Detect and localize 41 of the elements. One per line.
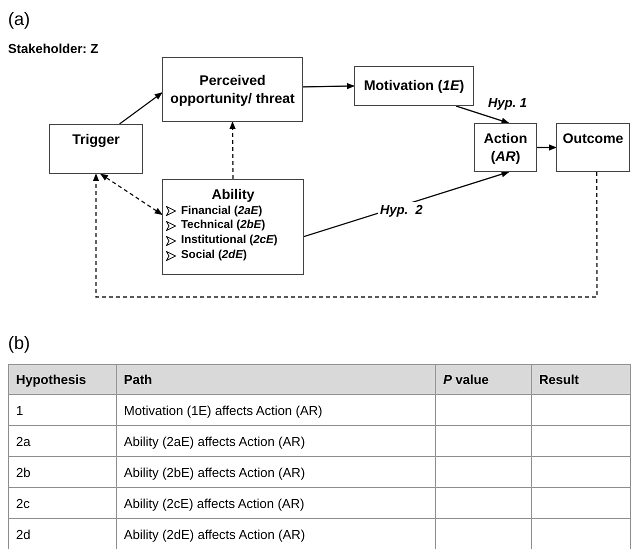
arrow (302, 82, 355, 90)
process-box (354, 66, 474, 106)
list-item: Technical (2bE) (181, 218, 266, 234)
table-cell: Motivation (1E) affects Action (AR) (116, 394, 436, 426)
dashed-arrow (229, 121, 236, 179)
table-cell: Ability (2aE) affects Action (AR) (116, 426, 436, 456)
list-item: Social (2dE) (181, 248, 247, 264)
panel-label: (b) (8, 333, 30, 354)
stakeholder-label: Stakeholder: Z (8, 41, 98, 56)
edge-label: Hyp. 2 (378, 202, 425, 217)
node-label: Action (AR) (482, 130, 528, 165)
process-box (162, 179, 304, 275)
panel-label: (a) (8, 9, 30, 30)
header-cell: Hypothesis (8, 364, 116, 394)
process-box (162, 57, 303, 122)
table-cell: 2d (8, 518, 116, 549)
arrow (537, 144, 557, 151)
table-cell: 2a (8, 426, 116, 456)
list-item: Financial (2aE) (181, 204, 262, 218)
table-cell: Ability (2bE) affects Action (AR) (116, 456, 436, 488)
node-label: Outcome (562, 130, 624, 148)
dashed-arrow (92, 172, 598, 298)
process-box (556, 123, 630, 172)
header-cell: Path (116, 364, 436, 394)
node-label: Ability (212, 186, 254, 204)
table-cell: 2b (8, 456, 116, 488)
header-cell: Result (532, 364, 630, 394)
table-cell: 2c (8, 488, 116, 518)
node-label: Motivation (1E) (364, 77, 464, 95)
arrow (119, 92, 163, 124)
header-cell: P value (436, 364, 532, 394)
list-item: Institutional (2cE) (181, 233, 278, 248)
process-box (49, 124, 143, 174)
dashed-arrow (100, 174, 163, 216)
table-cell: 1 (8, 394, 116, 426)
process-box (474, 123, 537, 172)
node-label: Trigger (72, 131, 120, 148)
edge-label: Hyp. 1 (486, 95, 530, 110)
arrow (456, 105, 510, 124)
node-label: Perceived opportunity/ threat (169, 72, 296, 107)
table-cell: Ability (2cE) affects Action (AR) (116, 488, 436, 518)
